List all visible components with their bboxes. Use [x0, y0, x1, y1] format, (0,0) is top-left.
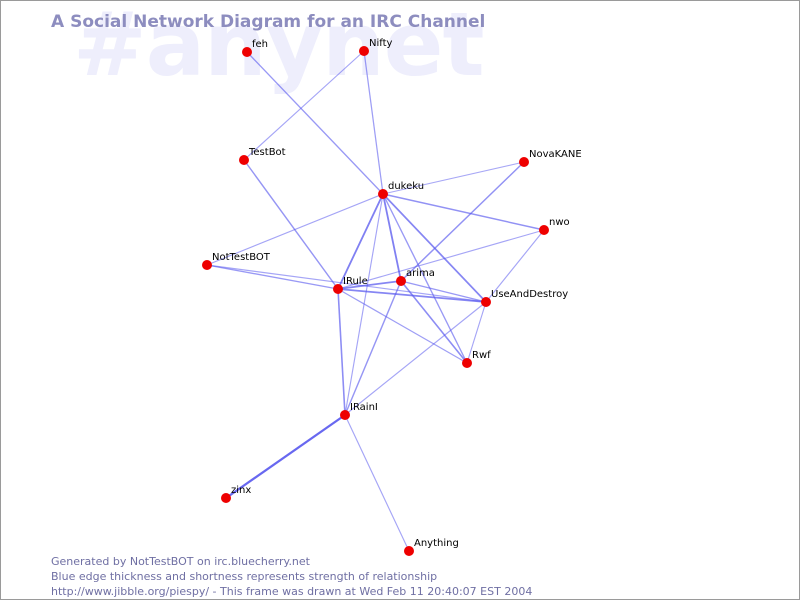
edge-arima-Rwf	[400, 280, 468, 364]
node-zinx: zinx	[221, 485, 251, 503]
edge-IRainI-zinx	[225, 414, 346, 499]
node-label: NotTestBOT	[212, 252, 271, 263]
node-arima: arima	[396, 268, 435, 286]
node-label: zinx	[231, 485, 251, 496]
edge-dukeku-IRule	[337, 193, 384, 290]
node-dukeku: dukeku	[378, 181, 424, 199]
edge-dukeku-arima	[382, 193, 402, 282]
node-label: IRule	[343, 276, 368, 287]
edge-NotTestBOT-UseAndDestroy	[206, 264, 487, 303]
edge-feh-dukeku	[246, 51, 384, 195]
node-label: IRainI	[350, 402, 378, 413]
node-label: feh	[252, 39, 268, 50]
node-nwo: nwo	[539, 217, 570, 235]
edge-NovaKANE-arima	[400, 161, 525, 282]
node-dot	[202, 260, 212, 270]
node-IRule: IRule	[333, 276, 368, 294]
node-IRainI: IRainI	[340, 402, 378, 420]
edge-dukeku-NotTestBOT	[206, 193, 384, 266]
channel-watermark: #anynet	[73, 0, 485, 96]
edge-dukeku-Rwf	[382, 193, 468, 364]
node-dot	[340, 410, 350, 420]
edge-nwo-UseAndDestroy	[485, 229, 545, 303]
node-dot	[462, 358, 472, 368]
edge-IRule-arima	[337, 280, 402, 290]
node-TestBot: TestBot	[239, 147, 286, 165]
node-Rwf: Rwf	[462, 350, 491, 368]
node-label: arima	[406, 268, 435, 279]
node-feh: feh	[242, 39, 268, 57]
edge-dukeku-nwo	[382, 193, 545, 231]
edge-UseAndDestroy-Rwf	[466, 301, 487, 364]
edge-UseAndDestroy-IRainI	[344, 301, 487, 416]
node-dot	[221, 493, 231, 503]
edge-arima-UseAndDestroy	[400, 280, 487, 303]
node-NotTestBOT: NotTestBOT	[202, 252, 271, 270]
footer-timestamp[interactable]: http://www.jibble.org/piespy/ - This fra…	[51, 585, 533, 598]
node-dot	[242, 47, 252, 57]
node-label: Nifty	[369, 38, 393, 49]
node-label: nwo	[549, 217, 570, 228]
edge-IRule-IRainI	[337, 288, 346, 416]
footer-generated-by: Generated by NotTestBOT on irc.bluecherr…	[51, 555, 310, 568]
edge-dukeku-NovaKANE	[382, 161, 525, 195]
node-NovaKANE: NovaKANE	[519, 149, 582, 167]
node-dot	[481, 297, 491, 307]
edge-arima-IRainI	[344, 280, 402, 416]
node-dot	[539, 225, 549, 235]
node-label: UseAndDestroy	[491, 289, 568, 300]
edge-IRule-Rwf	[337, 288, 468, 364]
node-dot	[378, 189, 388, 199]
node-dot	[239, 155, 249, 165]
edge-Nifty-TestBot	[243, 50, 365, 161]
node-UseAndDestroy: UseAndDestroy	[481, 289, 568, 307]
edge-NotTestBOT-IRule	[206, 264, 339, 290]
edge-Nifty-dukeku	[363, 50, 384, 195]
node-label: NovaKANE	[529, 149, 582, 160]
node-Anything: Anything	[404, 538, 459, 556]
diagram-title: A Social Network Diagram for an IRC Chan…	[51, 12, 486, 32]
node-dot	[404, 546, 414, 556]
node-dot	[359, 46, 369, 56]
node-dot	[396, 276, 406, 286]
edges-layer	[206, 50, 545, 552]
edge-IRainI-Anything	[344, 414, 410, 552]
node-dot	[519, 157, 529, 167]
node-dot	[333, 284, 343, 294]
node-label: dukeku	[388, 181, 424, 192]
node-Nifty: Nifty	[359, 38, 393, 56]
node-label: Rwf	[472, 350, 491, 361]
footer-info: Generated by NotTestBOT on irc.bluecherr…	[51, 554, 532, 599]
node-label: TestBot	[248, 147, 286, 158]
edge-TestBot-IRule	[243, 159, 339, 290]
edge-nwo-IRule	[337, 229, 545, 290]
node-label: Anything	[414, 538, 459, 549]
footer-legend-note: Blue edge thickness and shortness repres…	[51, 570, 438, 583]
